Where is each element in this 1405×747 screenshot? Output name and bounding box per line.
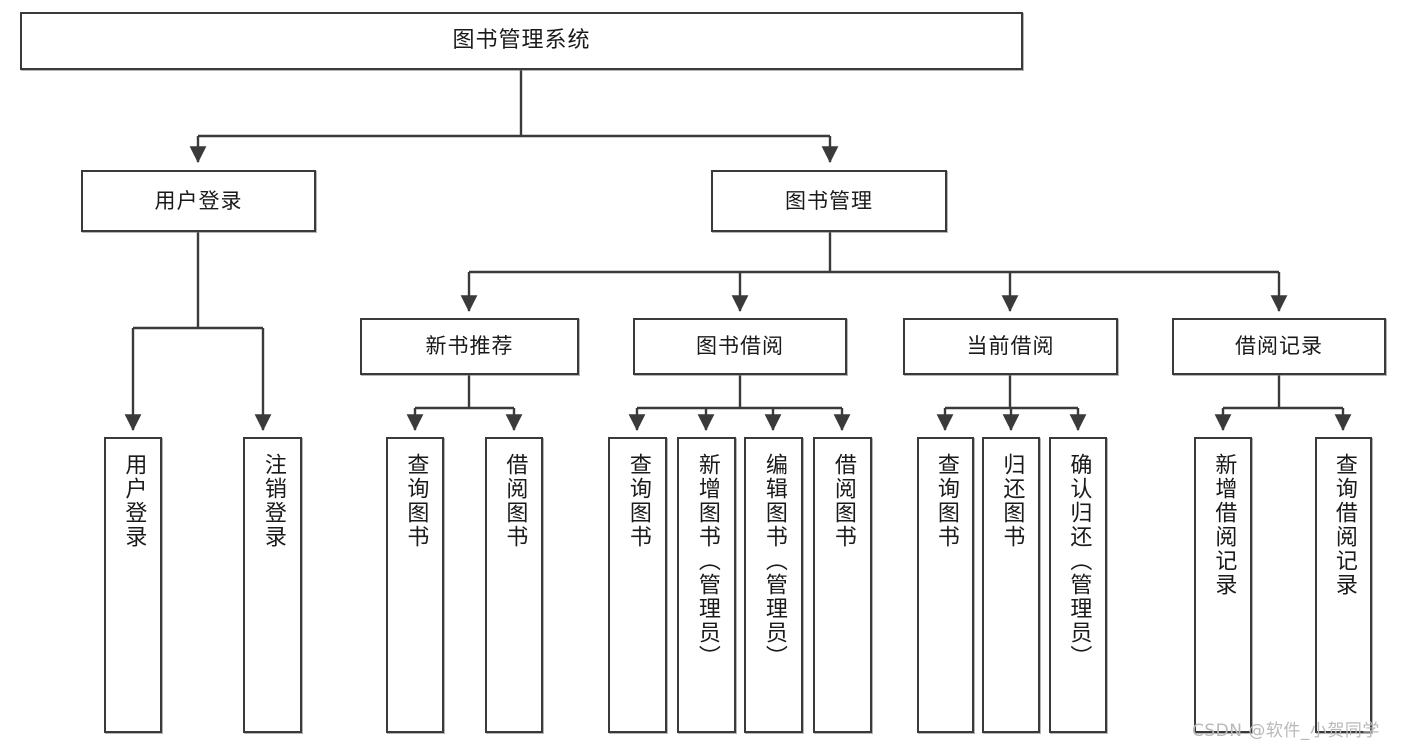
- node-label: 查询图书: [403, 453, 429, 549]
- leaf-record-query[interactable]: 查询借阅记录: [1315, 437, 1372, 733]
- node-label: 用户登录: [121, 453, 147, 549]
- node-user-login[interactable]: 用户登录: [81, 170, 316, 232]
- leaf-user-login-signin[interactable]: 用户登录: [104, 437, 162, 733]
- node-borrow-record[interactable]: 借阅记录: [1172, 318, 1386, 375]
- node-label: 确认归还（管理员）: [1066, 453, 1092, 669]
- node-label: 新增借阅记录: [1211, 453, 1237, 597]
- node-label: 借阅记录: [1235, 334, 1323, 359]
- leaf-borrow-add-book-admin[interactable]: 新增图书（管理员）: [677, 437, 736, 733]
- node-new-book-recommendation[interactable]: 新书推荐: [360, 318, 579, 375]
- leaf-new-book-query[interactable]: 查询图书: [386, 437, 444, 733]
- node-label: 编辑图书（管理员）: [761, 453, 787, 669]
- node-book-borrow[interactable]: 图书借阅: [633, 318, 847, 375]
- leaf-current-query-book[interactable]: 查询图书: [917, 437, 974, 733]
- node-label: 新增图书（管理员）: [694, 453, 720, 669]
- node-label: 借阅图书: [502, 453, 528, 549]
- leaf-current-return-book[interactable]: 归还图书: [982, 437, 1040, 733]
- node-label: 查询借阅记录: [1331, 453, 1357, 597]
- node-label: 用户登录: [154, 188, 243, 213]
- node-label: 查询图书: [933, 453, 959, 549]
- node-label: 注销登录: [260, 453, 286, 549]
- node-label: 查询图书: [625, 453, 651, 549]
- node-label: 归还图书: [999, 453, 1025, 549]
- leaf-current-confirm-return-admin[interactable]: 确认归还（管理员）: [1049, 437, 1107, 733]
- node-label: 借阅图书: [830, 453, 856, 549]
- leaf-record-add[interactable]: 新增借阅记录: [1194, 437, 1252, 733]
- leaf-borrow-borrow-book[interactable]: 借阅图书: [813, 437, 872, 733]
- node-label: 图书借阅: [696, 334, 784, 359]
- node-book-management[interactable]: 图书管理: [711, 170, 947, 232]
- leaf-user-login-signout[interactable]: 注销登录: [243, 437, 302, 733]
- node-label: 图书管理: [785, 188, 873, 213]
- leaf-borrow-query-book[interactable]: 查询图书: [608, 437, 667, 733]
- node-label: 当前借阅: [966, 334, 1055, 359]
- node-root-system[interactable]: 图书管理系统: [20, 12, 1023, 70]
- node-label: 新书推荐: [425, 334, 514, 359]
- node-current-borrow[interactable]: 当前借阅: [903, 318, 1118, 375]
- csdn-watermark: CSDN @软件_小贺同学: [1192, 721, 1380, 741]
- leaf-new-book-borrow[interactable]: 借阅图书: [485, 437, 543, 733]
- node-label: 图书管理系统: [452, 27, 591, 53]
- leaf-borrow-edit-book-admin[interactable]: 编辑图书（管理员）: [744, 437, 803, 733]
